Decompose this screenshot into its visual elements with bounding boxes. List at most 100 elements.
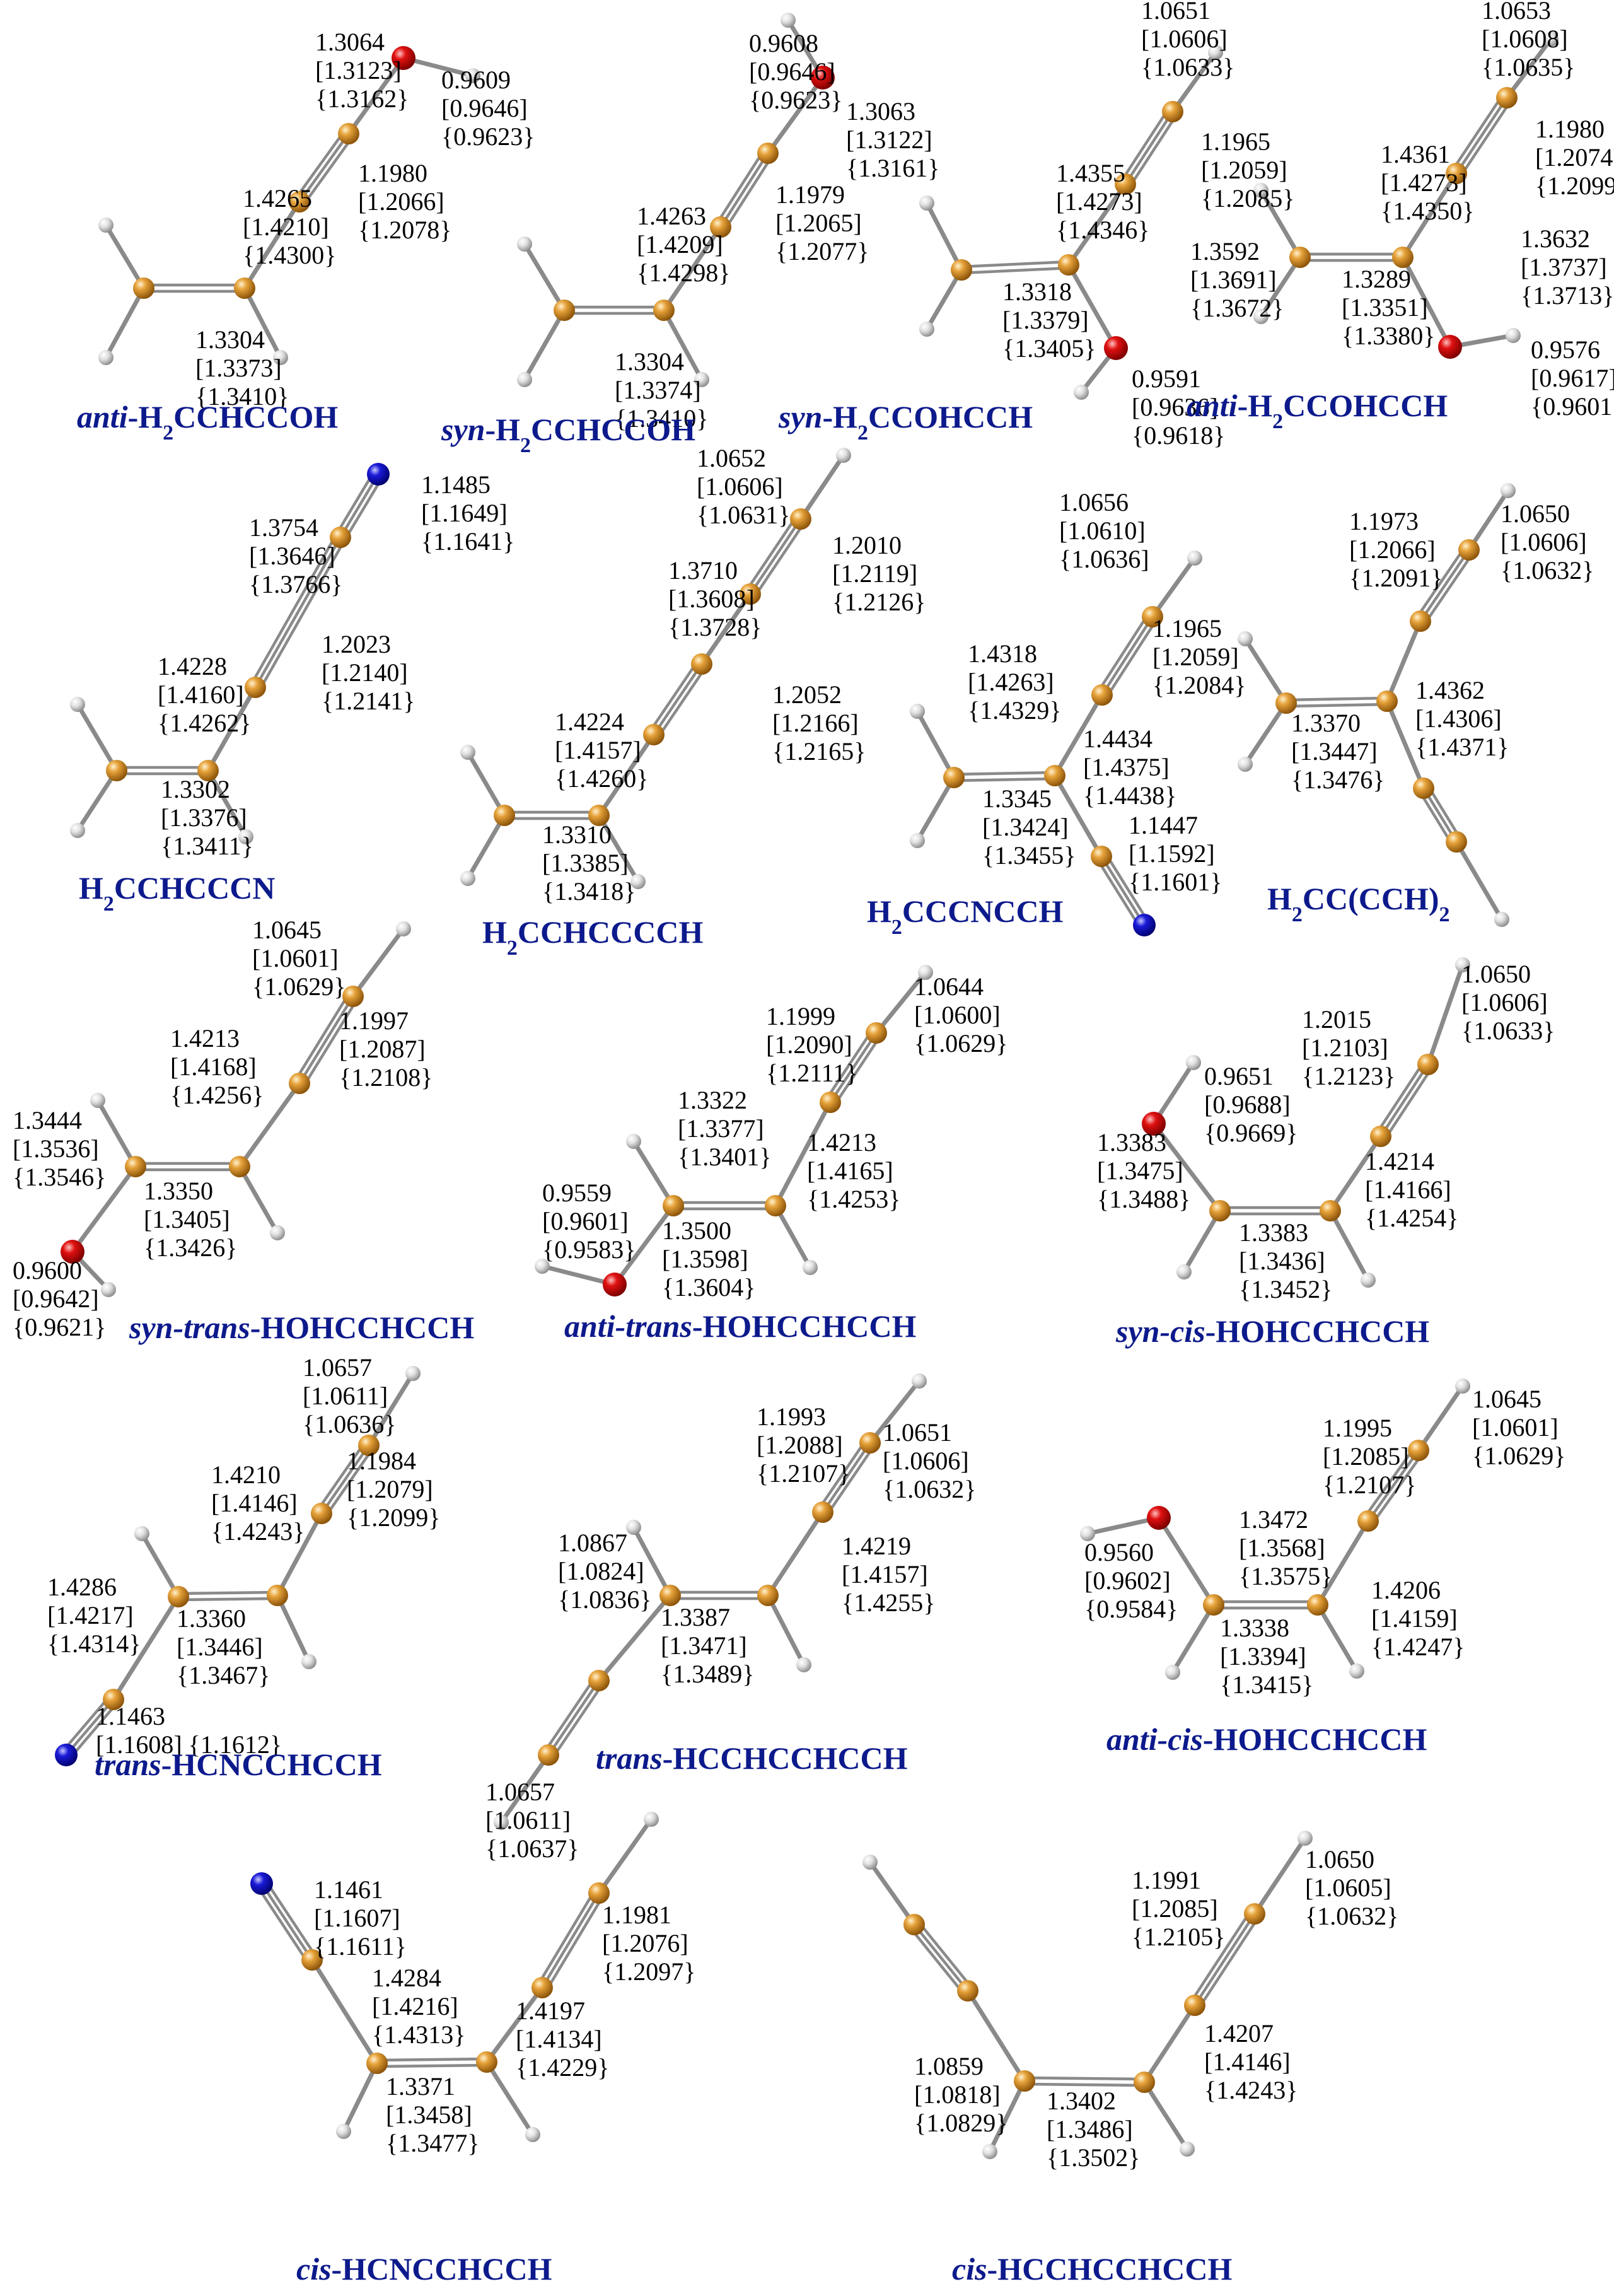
molecule-10-bonds [1151, 962, 1465, 1283]
bond-length-label: 1.3345[1.3424]{1.3455} [982, 784, 1076, 870]
carbon-atom [1014, 2070, 1035, 2092]
bond-line [715, 149, 765, 226]
molecule-9-bond-lengths: 1.1999[1.2090]{1.2111}1.0644[1.0600]{1.0… [542, 972, 1007, 1302]
bond-length-label: 1.4207[1.4146]{1.4243} [1204, 2019, 1298, 2104]
bond-line [103, 223, 146, 291]
carbon-atom [1446, 831, 1467, 853]
carbon-atom [1446, 163, 1467, 184]
carbon-atom [653, 300, 675, 321]
bond-length-label: 1.3370[1.3447]{1.3476} [1291, 709, 1385, 794]
carbon-atom [229, 1156, 250, 1177]
bond-line [1066, 182, 1128, 267]
molecule-3-bonds [1258, 37, 1553, 349]
bond-line [320, 1443, 371, 1515]
hydrogen-atom [98, 218, 113, 233]
carbon-atom [1408, 1440, 1429, 1461]
hydrogen-atom [1253, 183, 1269, 198]
hydrogen-atom [1176, 1264, 1192, 1279]
bond-length-label: 1.3360[1.3446]{1.3467} [177, 1604, 270, 1689]
hydrogen-atom [1080, 1526, 1095, 1541]
molecule-title: anti-H2CCHCCOH [77, 399, 338, 445]
carbon-atom [1244, 1903, 1265, 1925]
bond-line [1385, 619, 1423, 704]
carbon-atom [1184, 1995, 1205, 2016]
bond-length-label: 1.4318[1.4263]{1.4329} [968, 639, 1061, 725]
bond-line [111, 1594, 181, 1702]
bond-line [648, 660, 699, 733]
bonds-layer [61, 18, 1553, 2154]
bond-line [298, 132, 351, 204]
bond-line [1466, 488, 1511, 552]
molecule-title: syn-H2CCHCCOH [441, 412, 695, 457]
bond-line [206, 768, 248, 839]
hydrogen-atom [918, 965, 933, 980]
molecule-14-atoms [250, 1812, 659, 2142]
molecule-2-atoms [919, 45, 1223, 400]
molecule-12-bond-lengths: 1.1993[1.2088]{1.2107} 1.0651[1.0606]{1.0… [558, 1402, 976, 1688]
bond-line [952, 777, 1057, 783]
bond-line [1104, 852, 1151, 924]
bond-line [75, 702, 119, 773]
hydrogen-atom [494, 1815, 509, 1830]
bond-length-label: 1.0644[1.0600]{1.0629} [914, 972, 1007, 1058]
bond-line [719, 151, 770, 229]
molecule-title: H2CC(CCH)2 [1267, 881, 1450, 926]
molecule-1-bond-lengths: 1.4263[1.4209]{1.4298}1.3304[1.3374]{1.3… [615, 29, 939, 433]
bond-length-label: 1.1993[1.2088]{1.2107} [757, 1402, 850, 1488]
molecule-14-bond-lengths: 1.1461[1.1607]{1.1611}1.0657[1.0611]{1.0… [314, 1778, 695, 2157]
bond-length-label: 1.3371[1.3458]{1.3477} [386, 2072, 479, 2157]
bond-line [909, 1926, 966, 1996]
bond-length-label: 1.0651[1.0606]{1.0632} [883, 1418, 976, 1503]
bond-length-label: 1.3304[1.3373]{1.3410} [195, 325, 289, 411]
bond-line [237, 1164, 280, 1235]
bond-line [1100, 854, 1146, 927]
bond-line [1454, 839, 1504, 922]
carbon-atom [358, 1435, 380, 1456]
molecule-title: syn-cis-HOHCCHCCH [1115, 1314, 1429, 1349]
molecule-title: H2CCHCCCN [79, 870, 275, 916]
bond-length-label: 1.3310[1.3385]{1.3418} [542, 820, 636, 906]
hydrogen-atom [70, 823, 85, 838]
bond-length-label: 1.2015[1.2103]{1.2123} [1302, 1005, 1395, 1090]
molecule-12-bonds [499, 1378, 922, 1825]
bond-line [952, 771, 1057, 776]
bond-length-label: 0.9600[0.9642]{0.9621} [13, 1256, 106, 1341]
bond-line [339, 472, 380, 539]
carbon-atom [168, 1586, 189, 1607]
hydrogen-atom [862, 1855, 878, 1870]
bond-length-label: 1.3710[1.3608]{1.3728} [668, 556, 762, 641]
hydrogen-atom [1074, 385, 1089, 400]
hydrogen-atom [1501, 483, 1516, 498]
bond-line [1151, 1121, 1222, 1213]
carbon-atom [267, 1585, 288, 1606]
bond-line [522, 308, 567, 382]
molecule-11-bonds [61, 1371, 415, 1760]
molecule-4-bond-lengths: 1.3754[1.3646]{1.3766}1.1485[1.1649]{1.1… [158, 470, 514, 860]
bond-line [95, 1098, 138, 1169]
carbon-atom [1162, 101, 1183, 122]
carbon-atom [903, 1914, 925, 1935]
bond-line [298, 994, 355, 1085]
bond-line [351, 926, 406, 999]
bond-length-label: 1.0645[1.0601]{1.0629} [252, 916, 345, 1001]
bond-line [773, 1203, 813, 1270]
bond-length-label: 1.1984[1.2079]{1.2099} [347, 1447, 440, 1532]
bond-line [177, 1590, 279, 1595]
bond-length-label: 1.2052[1.2166]{1.2165} [772, 680, 866, 766]
carbon-atom [957, 1980, 978, 2002]
molecule-title: cis-HCCHCCHCCH [952, 2251, 1233, 2287]
bond-line [1375, 1060, 1425, 1135]
bond-line [1504, 37, 1553, 100]
hydrogen-atom [796, 1657, 811, 1672]
hydrogen-atom [694, 372, 709, 387]
bond-line [596, 1593, 673, 1683]
oxygen-atom [1147, 1506, 1171, 1530]
bond-line [1170, 1602, 1216, 1675]
hydrogen-atom [1349, 1664, 1364, 1679]
hydrogen-atom [405, 1366, 421, 1381]
molecule-title: anti-trans-HOHCCHCCH [564, 1308, 917, 1344]
carbon-atom [866, 1022, 887, 1044]
carbon-atom [245, 677, 266, 698]
